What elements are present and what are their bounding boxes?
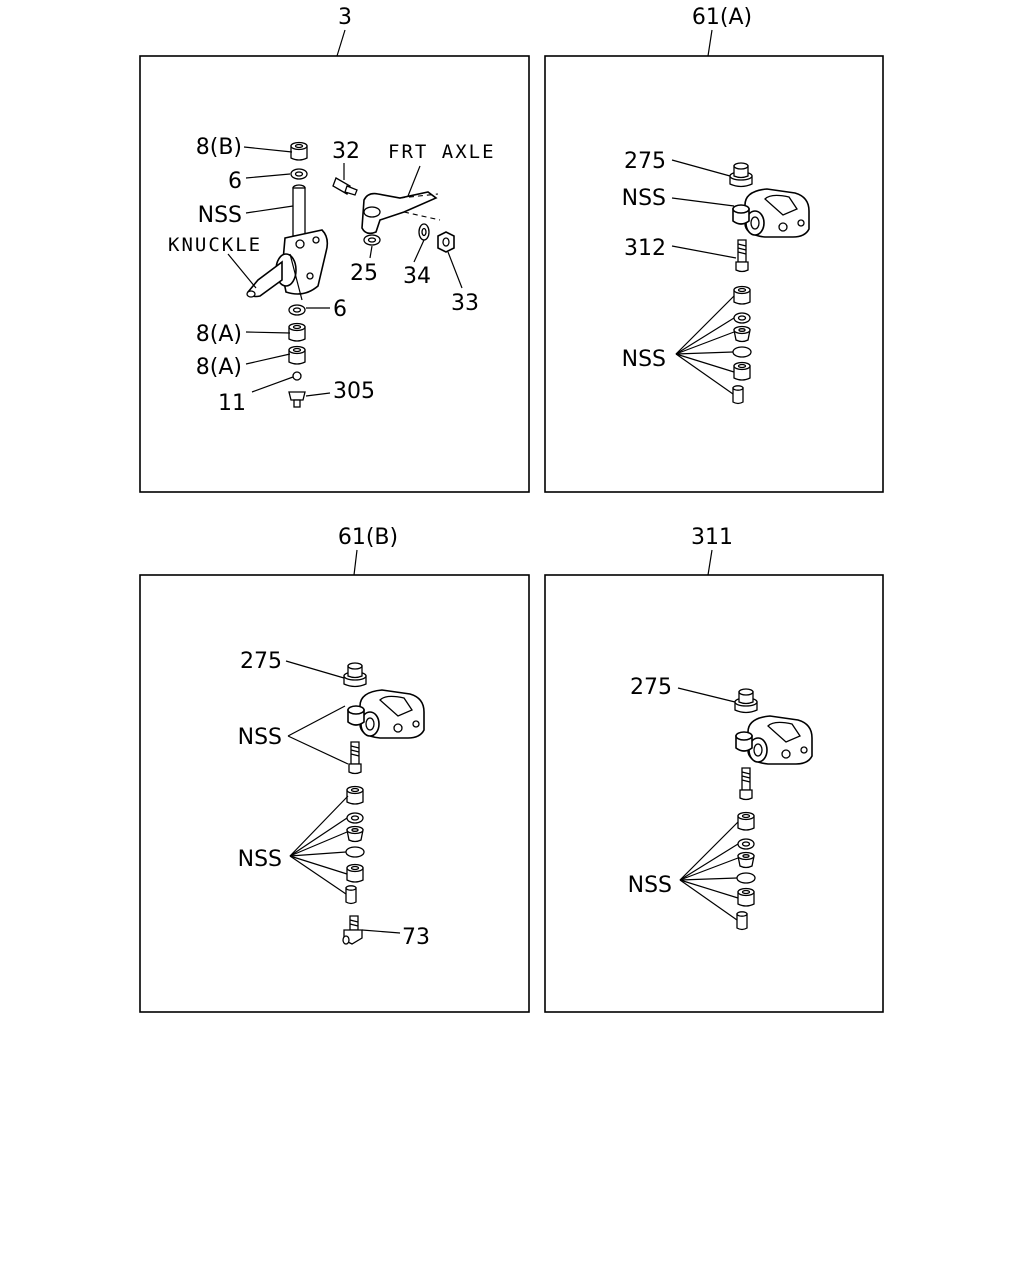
nut-8a-2: [288, 345, 306, 365]
leader-fan-nss: [679, 821, 739, 921]
label-34: 34: [403, 264, 431, 289]
label-312: 312: [624, 236, 666, 261]
label-6-top: 6: [228, 169, 242, 194]
label-nss: NSS: [628, 873, 672, 898]
nut-33: [437, 231, 455, 253]
leader-8a-2: [245, 353, 291, 365]
nut-8a-1: [288, 322, 306, 342]
panel-311-title-leader: [707, 549, 713, 576]
label-frt-axle: FRT AXLE: [388, 141, 496, 163]
grease-nipple-73: [342, 915, 363, 945]
label-25: 25: [350, 261, 378, 286]
label-32: 32: [332, 139, 360, 164]
leader-33: [447, 251, 463, 289]
cap-275: [734, 688, 758, 714]
leader-11: [251, 376, 294, 393]
leader-nss: [245, 205, 294, 214]
label-nss-2: NSS: [622, 347, 666, 372]
leader-73: [361, 929, 401, 934]
leader-knuckle: [227, 253, 257, 289]
panel-311-title: 311: [691, 525, 733, 550]
panel-3: 3: [139, 5, 530, 493]
axle-arm: [361, 191, 441, 235]
label-8b: 8(B): [196, 135, 242, 160]
washer-6-bottom: [288, 304, 306, 316]
leader-8a-1: [245, 331, 291, 334]
leader-nss-1: [671, 197, 735, 207]
steering-knuckle: [246, 229, 329, 301]
leader-34: [413, 239, 425, 263]
label-33: 33: [451, 291, 479, 316]
swivel-housing: [735, 715, 813, 765]
label-8a-2: 8(A): [196, 355, 242, 380]
leader-fan-nss-2: [289, 795, 349, 895]
leader-275: [671, 159, 731, 177]
leader-275: [677, 687, 736, 703]
leader-305: [305, 392, 331, 397]
washer-6-top: [290, 168, 308, 180]
leader-fan-nss-2: [675, 295, 735, 395]
cap-275: [729, 162, 753, 188]
nut-8b: [290, 141, 308, 161]
label-305: 305: [333, 379, 375, 404]
panel-61a: 61(A) 275 NSS 312 NSS: [544, 5, 884, 493]
stud-312: [735, 239, 749, 273]
leader-25: [369, 245, 373, 259]
panel-3-frame: [139, 55, 530, 493]
washer-25: [363, 234, 381, 246]
leader-frt-axle: [407, 165, 421, 197]
nss-stack: [736, 811, 756, 931]
nss-stack: [732, 285, 752, 405]
panel-61b: 61(B): [139, 525, 530, 1013]
panel-61a-title: 61(A): [692, 5, 752, 30]
panel-3-title: 3: [338, 5, 352, 30]
nss-stack: [345, 785, 365, 905]
label-275: 275: [240, 649, 282, 674]
panel-61b-frame: [139, 574, 530, 1013]
label-275: 275: [630, 675, 672, 700]
swivel-housing: [732, 188, 810, 238]
label-nss-1: NSS: [238, 725, 282, 750]
label-knuckle: KNUCKLE: [168, 234, 262, 256]
label-nss-2: NSS: [238, 847, 282, 872]
label-6-bottom: 6: [333, 297, 347, 322]
panel-311-frame: [544, 574, 884, 1013]
label-11: 11: [218, 391, 246, 416]
panel-61a-frame: [544, 55, 884, 493]
leader-312: [671, 245, 737, 259]
leader-fan-nss-1: [287, 705, 349, 765]
leader-8b: [243, 146, 293, 153]
label-nss: NSS: [198, 203, 242, 228]
panel-61a-title-leader: [707, 29, 713, 57]
label-8a-1: 8(A): [196, 322, 242, 347]
label-nss-1: NSS: [622, 186, 666, 211]
swivel-housing: [347, 689, 425, 739]
label-275: 275: [624, 149, 666, 174]
washer-34: [418, 223, 430, 241]
panel-61b-title-leader: [353, 549, 358, 576]
leader-6-top: [245, 173, 291, 179]
cotter-11: [292, 371, 302, 381]
panel-3-title-leader: [336, 29, 346, 57]
stud: [739, 767, 753, 801]
nss-stud: [348, 741, 362, 775]
leader-275: [285, 660, 345, 679]
panel-311: 311 275 NSS: [544, 525, 884, 1013]
label-73: 73: [402, 925, 430, 950]
kingpin-shaft: [292, 184, 306, 237]
bolt-305: [288, 391, 306, 408]
bolt-32: [332, 177, 358, 196]
panel-61b-title: 61(B): [338, 525, 398, 550]
cap-275: [343, 662, 367, 688]
